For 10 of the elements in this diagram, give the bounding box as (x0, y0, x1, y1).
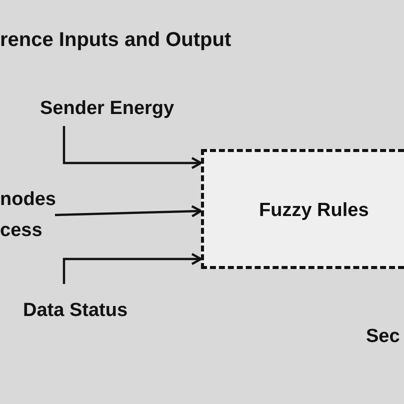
text-label: Sec (366, 326, 400, 348)
node-label: nodes cess (0, 188, 57, 243)
node-label: Sender Energy (40, 98, 174, 120)
box-label: Fuzzy Rules (259, 200, 369, 222)
arrow (54, 205, 202, 218)
dashed-process-box (201, 149, 404, 269)
node-label: Data Status (23, 300, 128, 322)
arrow (62, 126, 202, 170)
arrow (62, 252, 202, 284)
diagram-title: rence Inputs and Output (0, 29, 232, 52)
